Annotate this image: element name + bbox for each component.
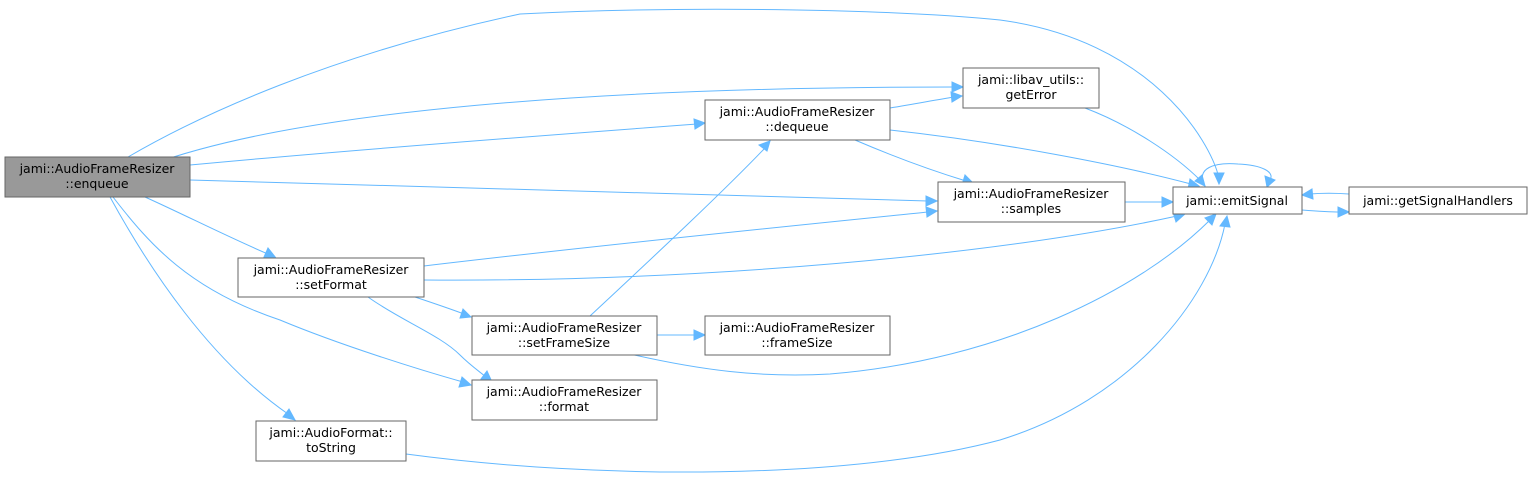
node-samples-label-2: ::samples — [1001, 201, 1061, 216]
edges — [109, 8, 1351, 473]
edge-enqueue-dequeue — [189, 123, 698, 166]
node-format-label-1: jami::AudioFrameResizer — [486, 384, 643, 399]
edge-arrow — [1337, 206, 1351, 218]
node-toString[interactable]: jami::AudioFormat:: toString — [255, 420, 407, 462]
edge-arrow — [951, 81, 965, 93]
node-getError[interactable]: jami::libav_utils:: getError — [962, 67, 1100, 109]
edge-enqueue-emitSignal — [127, 8, 1220, 179]
node-setFormat-label-1: jami::AudioFrameResizer — [253, 262, 410, 277]
edge-getError-emitSignal — [1084, 107, 1201, 181]
node-getSignalHandlers[interactable]: jami::getSignalHandlers — [1348, 186, 1528, 215]
node-setFrameSize-label-2: ::setFrameSize — [518, 335, 610, 350]
node-format-label-2: ::format — [539, 399, 589, 414]
node-setFormat[interactable]: jami::AudioFrameResizer ::setFormat — [237, 257, 425, 298]
node-toString-label-1: jami::AudioFormat:: — [268, 425, 392, 440]
edge-arrow — [693, 329, 707, 341]
node-dequeue-label-2: ::dequeue — [765, 119, 829, 134]
edge-arrow — [1204, 213, 1217, 226]
edge-arrow — [1213, 172, 1225, 186]
edge-setFormat-format — [367, 296, 487, 378]
node-getError-label-1: jami::libav_utils:: — [977, 72, 1084, 87]
node-toString-label-2: toString — [306, 440, 356, 455]
edge-setFormat-samples — [423, 211, 929, 267]
edge-enqueue-toString — [109, 196, 289, 415]
node-emitSignal[interactable]: jami::emitSignal — [1172, 186, 1303, 215]
edge-arrow — [282, 408, 296, 421]
edge-setFrameSize-dequeue — [589, 147, 766, 317]
node-frameSize[interactable]: jami::AudioFrameResizer ::frameSize — [704, 315, 891, 356]
node-frameSize-label-2: ::frameSize — [761, 335, 832, 350]
edge-emitSignal-self — [1201, 163, 1272, 187]
node-getSignalHandlers-label: jami::getSignalHandlers — [1362, 193, 1513, 208]
edge-emitSignal-getSignalHandlers — [1301, 209, 1341, 213]
edge-enqueue-format — [112, 196, 464, 383]
node-emitSignal-label: jami::emitSignal — [1185, 193, 1288, 208]
node-enqueue-label-2: ::enqueue — [65, 176, 129, 191]
node-samples[interactable]: jami::AudioFrameResizer ::samples — [937, 181, 1126, 223]
edge-enqueue-setFormat — [144, 196, 269, 255]
edge-setFormat-setFrameSize — [414, 296, 465, 315]
node-enqueue[interactable]: jami::AudioFrameResizer ::enqueue — [4, 156, 191, 198]
edge-enqueue-samples — [189, 179, 929, 202]
edge-enqueue-getError — [149, 86, 956, 166]
edge-getSignalHandlers-emitSignal — [1309, 192, 1350, 195]
node-enqueue-label-1: jami::AudioFrameResizer — [19, 161, 176, 176]
edge-dequeue-emitSignal — [889, 129, 1192, 185]
edge-arrow — [925, 206, 939, 218]
node-dequeue-label-1: jami::AudioFrameResizer — [719, 104, 876, 119]
edge-arrow — [950, 91, 964, 103]
edge-arrow — [1264, 175, 1276, 188]
node-samples-label-1: jami::AudioFrameResizer — [953, 186, 1110, 201]
edge-dequeue-getError — [889, 96, 955, 109]
node-getError-label-2: getError — [1006, 87, 1058, 102]
node-frameSize-label-1: jami::AudioFrameResizer — [719, 320, 876, 335]
edge-toString-emitSignal — [405, 223, 1226, 473]
edge-arrow — [757, 140, 771, 152]
edge-dequeue-samples — [854, 139, 967, 182]
node-setFrameSize[interactable]: jami::AudioFrameResizer ::setFrameSize — [471, 315, 658, 356]
edge-setFrameSize-emitSignal — [629, 219, 1211, 376]
node-setFrameSize-label-1: jami::AudioFrameResizer — [486, 320, 643, 335]
edge-arrow — [693, 118, 707, 130]
edge-arrow — [458, 376, 473, 388]
edge-arrow — [1161, 196, 1175, 208]
edge-arrow — [1219, 214, 1231, 228]
edge-arrow — [1300, 188, 1314, 200]
edge-arrow — [925, 195, 939, 207]
edge-setFormat-emitSignal — [423, 215, 1178, 281]
edge-arrow — [263, 247, 278, 259]
edge-arrow — [459, 308, 473, 319]
node-format[interactable]: jami::AudioFrameResizer ::format — [471, 379, 658, 421]
node-dequeue[interactable]: jami::AudioFrameResizer ::dequeue — [704, 99, 891, 141]
node-setFormat-label-2: ::setFormat — [295, 277, 367, 292]
